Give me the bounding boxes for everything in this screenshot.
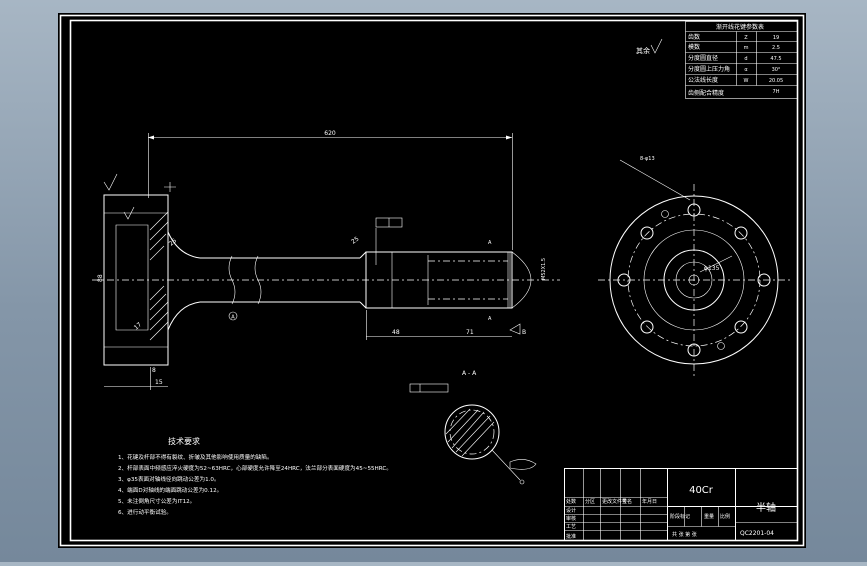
tech-req-item: 5、未注倒角尺寸公差为IT12。 <box>118 497 195 505</box>
title-material: 40Cr <box>689 485 714 496</box>
outer-border <box>59 14 805 547</box>
tech-req-item: 1、花键及杆部不得有裂纹、折皱及其他影响使用质量的缺陷。 <box>118 453 273 461</box>
title-left-label: 批准 <box>566 533 576 540</box>
spline-parameter-table: 渐开线花键参数表 齿数 Z 19 模数 m 2.5 分度圆直径 d 47.5 分… <box>685 21 798 99</box>
technical-requirements: 技术要求 1、花键及杆部不得有裂纹、折皱及其他影响使用质量的缺陷。 2、杆部表面… <box>118 436 392 516</box>
spline-row-val: 2.5 <box>772 45 780 51</box>
spline-row-val: 7H <box>773 89 780 95</box>
tech-req-item: 2、杆部表面中频感应淬火硬度为52~63HRC，心部硬度允许降至24HRC，法兰… <box>118 464 392 472</box>
dim-fillet: 25 <box>168 237 178 247</box>
title-left-label: 工艺 <box>566 524 576 530</box>
svg-text:A: A <box>231 315 235 321</box>
spline-row-label: 分度圆直径 <box>688 54 718 62</box>
dim-bolt-holes: 8-φ13 <box>640 156 655 162</box>
dim-overall-length: 620 <box>324 130 336 137</box>
dim-chamfer: 17 <box>133 321 143 331</box>
spline-row-val: 47.5 <box>770 56 781 62</box>
tech-req-item: 4、端面D对轴线的端面跳动公差为0.12。 <box>118 486 222 494</box>
inner-border <box>69 19 799 542</box>
spline-row-sym: d <box>744 56 747 62</box>
title-scale-label: 比例 <box>720 513 730 520</box>
spline-row-label: 分度圆上压力角 <box>688 65 730 73</box>
spline-row-label: 齿数 <box>688 33 700 41</box>
dim-sec-a-bottom: A <box>488 316 492 322</box>
tech-req-title: 技术要求 <box>168 436 200 446</box>
spline-row-label: 模数 <box>688 43 700 51</box>
drawing-sheet <box>58 13 806 548</box>
title-left-label: 设计 <box>566 507 576 514</box>
dim-flange-small: 8 <box>152 367 156 374</box>
flange-end-view: 8-φ13 φ135 <box>598 156 790 376</box>
tech-req-item: 3、φ35表面对轴线径向跳动公差为1.0。 <box>118 475 220 483</box>
spline-row-val: 19 <box>773 35 779 41</box>
flange-hatch <box>149 211 169 341</box>
dim-sec-a-top: A <box>488 240 492 246</box>
spline-row-sym: m <box>744 45 749 51</box>
dim-pitch-circle: φ135 <box>704 265 720 272</box>
half-shaft-side-view: 620 <box>92 130 560 390</box>
title-sheet-count: 共 张 第 张 <box>672 531 697 538</box>
spline-row-val: 20.05 <box>769 78 783 84</box>
title-header-cell: 处数 <box>566 498 576 505</box>
dim-thread-length: 71 <box>466 329 474 336</box>
title-header-cell: 分区 <box>585 498 595 505</box>
roughness-mark <box>103 173 118 191</box>
section-label: A - A <box>462 370 477 377</box>
spline-row-sym: Z <box>744 35 748 41</box>
svg-text:B: B <box>522 329 526 336</box>
section-a-a-view: A - A <box>409 370 537 485</box>
datum-triangle <box>509 323 521 335</box>
spline-table-title: 渐开线花键参数表 <box>716 23 764 31</box>
title-block: 处数 分区 更改文件号 签名 年月日 设计 审核 工艺 批准 40Cr 半轴 阶… <box>564 468 798 541</box>
title-header-cell: 签名 <box>622 498 632 505</box>
spline-row-val: 30° <box>772 67 781 73</box>
spline-row-sym: α <box>744 67 748 73</box>
title-stage-label: 阶段标记 <box>670 513 690 520</box>
spline-row-label: 公法线长度 <box>688 76 718 84</box>
datum-marker-a <box>228 311 238 321</box>
dim-neck: 25 <box>350 235 360 245</box>
roughness-note: 其余 <box>636 38 663 55</box>
dim-spline-length: 48 <box>392 329 400 336</box>
title-header-cell: 更改文件号 <box>602 498 627 505</box>
title-left-label: 审核 <box>566 515 576 522</box>
bolt-hole-pattern <box>617 203 771 357</box>
title-header-cell: 年月日 <box>642 498 657 505</box>
title-weight-label: 重量 <box>704 513 714 520</box>
title-drawing-number: QC2201-04 <box>740 530 774 537</box>
tech-req-item: 6、进行动平衡试验。 <box>118 508 172 516</box>
position-tolerance-frame <box>409 383 449 393</box>
title-part-name: 半轴 <box>756 501 776 514</box>
svg-text:其余: 其余 <box>636 46 650 55</box>
spline-row-label: 齿侧配合精度 <box>688 89 724 97</box>
dim-thread-spec: M52X1.5 <box>541 258 547 280</box>
dim-flange-diameter: 88 <box>97 274 104 282</box>
spline-row-sym: W <box>744 78 749 84</box>
dim-flange-thickness: 15 <box>155 379 163 386</box>
